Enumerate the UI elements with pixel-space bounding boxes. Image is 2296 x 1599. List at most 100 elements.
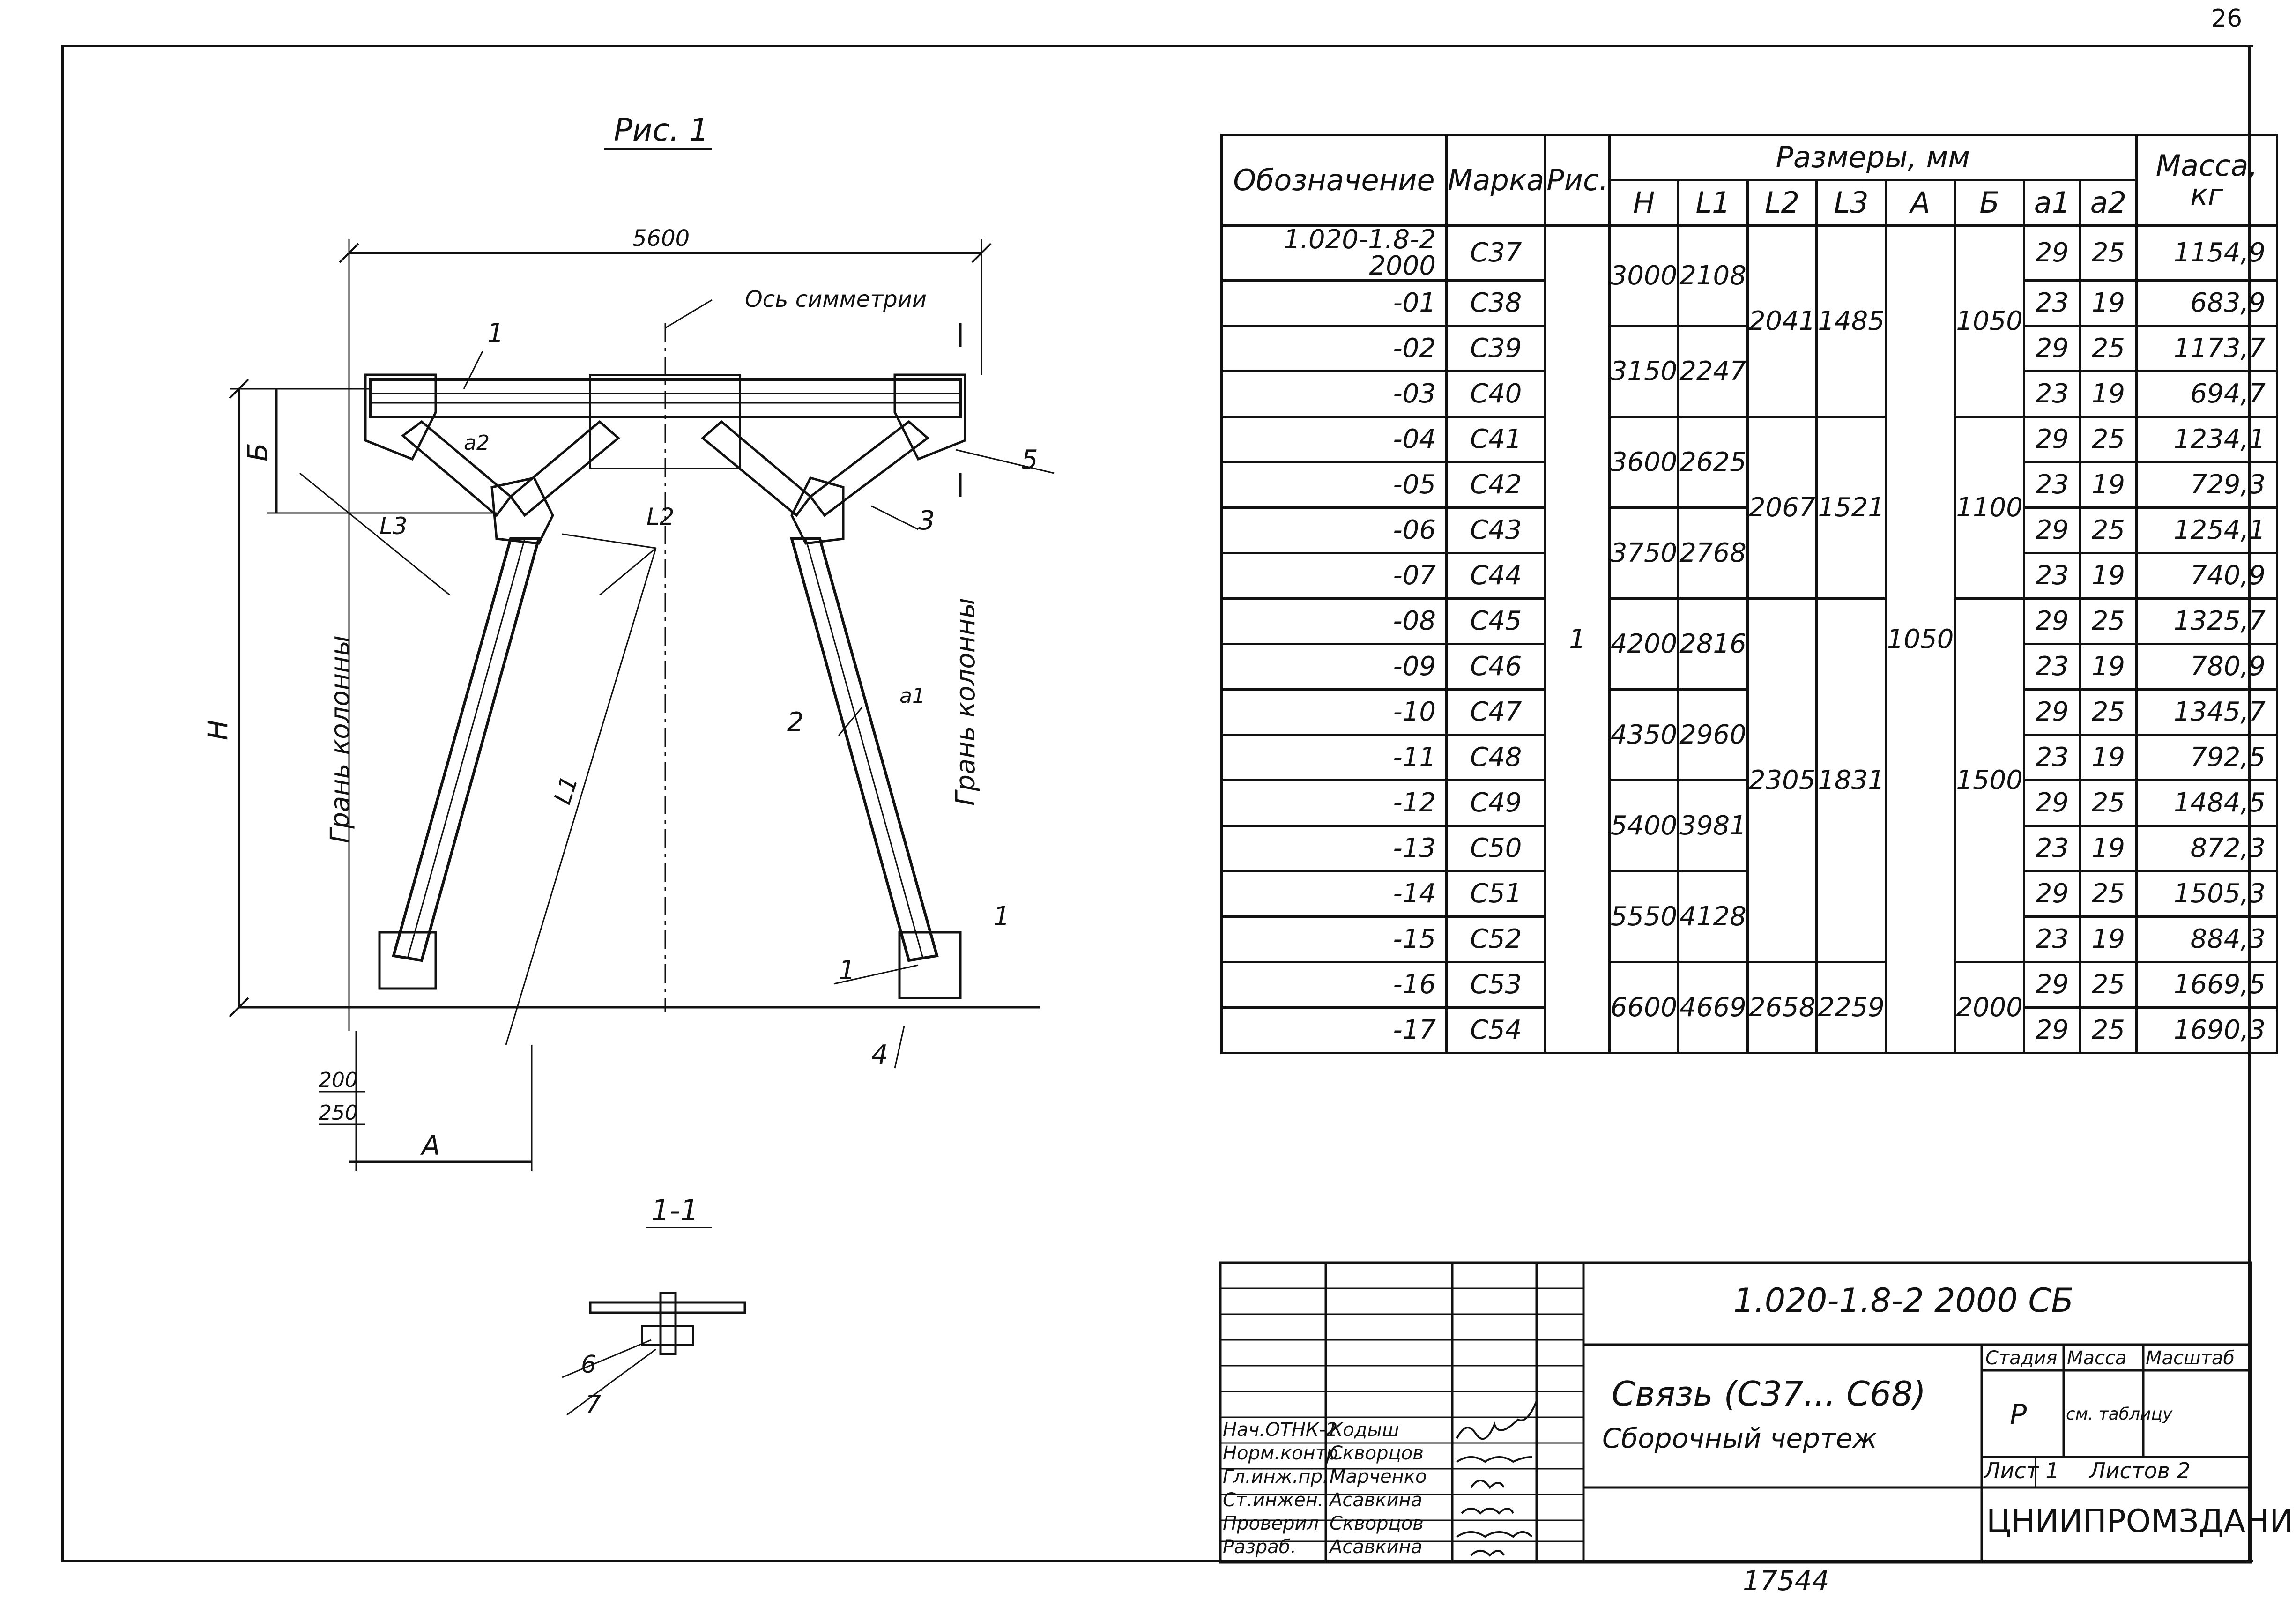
cell-a2: 25 xyxy=(2079,597,2138,645)
role-title: Норм.контр. xyxy=(1223,1443,1344,1464)
signature-roles: Нач.ОТНК-2КодышНорм.контр.СкворцовГл.инж… xyxy=(1223,1419,1427,1558)
role-title: Проверил xyxy=(1223,1513,1319,1534)
position-4: 4 xyxy=(871,1040,888,1070)
cell-a2: 25 xyxy=(2079,416,2138,463)
cell-L1: 4669 xyxy=(1677,961,1749,1054)
sheet-label: Лист 1 xyxy=(1983,1458,2059,1483)
label-L3: L3 xyxy=(379,513,408,540)
cell-mass: 694,7 xyxy=(2135,370,2278,418)
cell-mark: С43 xyxy=(1445,506,1547,554)
cell-a1: 23 xyxy=(2022,461,2081,509)
cell-designation: -17 xyxy=(1220,1006,1448,1054)
label-a1: a1 xyxy=(899,684,925,708)
header-mark: Марка xyxy=(1445,134,1547,227)
cell-a1: 29 xyxy=(2022,1006,2081,1054)
position-2: 2 xyxy=(787,707,804,737)
mass-value: см. таблицу xyxy=(2066,1405,2173,1424)
stage-value: Р xyxy=(2010,1398,2027,1431)
cell-a1: 29 xyxy=(2022,870,2081,918)
cell-a2: 19 xyxy=(2079,825,2138,872)
cell-mass: 1669,5 xyxy=(2135,961,2278,1009)
column-face-right: Грань колонны xyxy=(951,598,981,806)
cell-designation: -14 xyxy=(1220,870,1448,918)
header-L2: L2 xyxy=(1746,179,1818,227)
header-fig: Рис. xyxy=(1544,134,1611,227)
cell-a2: 25 xyxy=(2079,506,2138,554)
cell-a2: 19 xyxy=(2079,915,2138,963)
cell-L3: 1521 xyxy=(1815,416,1887,600)
cell-designation: -16 xyxy=(1220,961,1448,1009)
header-a2: a2 xyxy=(2079,179,2138,227)
cell-mark: С45 xyxy=(1445,597,1547,645)
cell-H: 5400 xyxy=(1608,779,1680,872)
cell-L1: 2108 xyxy=(1677,224,1749,327)
cell-L1: 2625 xyxy=(1677,416,1749,509)
cell-mass: 1345,7 xyxy=(2135,688,2278,736)
label-H: H xyxy=(202,720,234,740)
cell-mass: 792,5 xyxy=(2135,734,2278,781)
cell-designation: 1.020-1.8-2 2000 xyxy=(1220,224,1448,282)
title-name-line2: Сборочный чертеж xyxy=(1602,1422,1877,1454)
cell-a2: 25 xyxy=(2079,325,2138,372)
cell-H: 3750 xyxy=(1608,506,1680,600)
cell-a1: 29 xyxy=(2022,779,2081,827)
cell-B: 1500 xyxy=(1954,597,2025,963)
cell-a1: 23 xyxy=(2022,734,2081,781)
header-B: Б xyxy=(1954,179,2025,227)
header-a1: a1 xyxy=(2022,179,2081,227)
role-person: Асавкина xyxy=(1328,1489,1422,1511)
cell-a2: 25 xyxy=(2079,779,2138,827)
label-A: A xyxy=(420,1130,440,1161)
cell-a1: 23 xyxy=(2022,915,2081,963)
cell-mark: С37 xyxy=(1445,224,1547,282)
cell-mark: С50 xyxy=(1445,825,1547,872)
cell-mark: С44 xyxy=(1445,552,1547,600)
cell-a1: 23 xyxy=(2022,370,2081,418)
column-face-left: Грань колонны xyxy=(325,635,356,843)
label-L2: L2 xyxy=(646,503,675,530)
cell-mass: 1325,7 xyxy=(2135,597,2278,645)
cut-mark-right: 1 xyxy=(993,901,1010,932)
cell-designation: -10 xyxy=(1220,688,1448,736)
label-B: Б xyxy=(242,443,274,461)
cell-H: 3600 xyxy=(1608,416,1680,509)
cell-L3: 2259 xyxy=(1815,961,1887,1054)
cell-mass: 1690,3 xyxy=(2135,1006,2278,1054)
axis-label: Ось симметрии xyxy=(745,286,927,312)
position-6: 6 xyxy=(581,1351,596,1379)
mass-header: Масса xyxy=(2067,1347,2127,1369)
cell-a1: 29 xyxy=(2022,961,2081,1009)
cell-L1: 2960 xyxy=(1677,688,1749,781)
cell-mark: С42 xyxy=(1445,461,1547,509)
cell-a1: 23 xyxy=(2022,825,2081,872)
cell-mark: С39 xyxy=(1445,325,1547,372)
cell-L1: 3981 xyxy=(1677,779,1749,872)
cell-H: 3000 xyxy=(1608,224,1680,327)
cell-L3: 1831 xyxy=(1815,597,1887,963)
organization-name: ЦНИИПРОМЗДАНИЙ xyxy=(1986,1502,2296,1540)
cell-designation: -05 xyxy=(1220,461,1448,509)
cell-H: 4200 xyxy=(1608,597,1680,691)
cell-designation: -08 xyxy=(1220,597,1448,645)
header-mass: Масса, кг xyxy=(2135,134,2278,227)
cell-a2: 25 xyxy=(2079,1006,2138,1054)
title-name-line1: Связь (С37... С68) xyxy=(1612,1374,1926,1413)
role-title: Нач.ОТНК-2 xyxy=(1223,1419,1337,1441)
cell-H: 5550 xyxy=(1608,870,1680,963)
cell-mark: С38 xyxy=(1445,279,1547,327)
role-person: Асавкина xyxy=(1328,1536,1422,1558)
position-1: 1 xyxy=(487,318,504,349)
